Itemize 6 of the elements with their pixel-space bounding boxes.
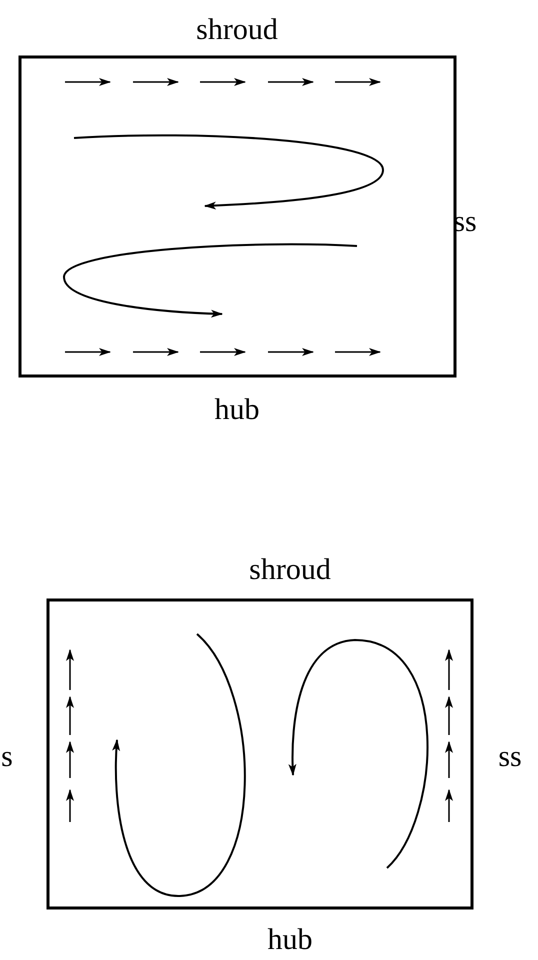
- bottom-wall-label: hub: [214, 395, 260, 425]
- top-wall-label: shroud: [196, 15, 278, 45]
- side-wall-label: s: [1, 742, 13, 772]
- bottom-wall-label: hub: [268, 925, 312, 955]
- top-wall-label: shroud: [249, 555, 331, 585]
- side-wall-label: ss: [498, 742, 522, 772]
